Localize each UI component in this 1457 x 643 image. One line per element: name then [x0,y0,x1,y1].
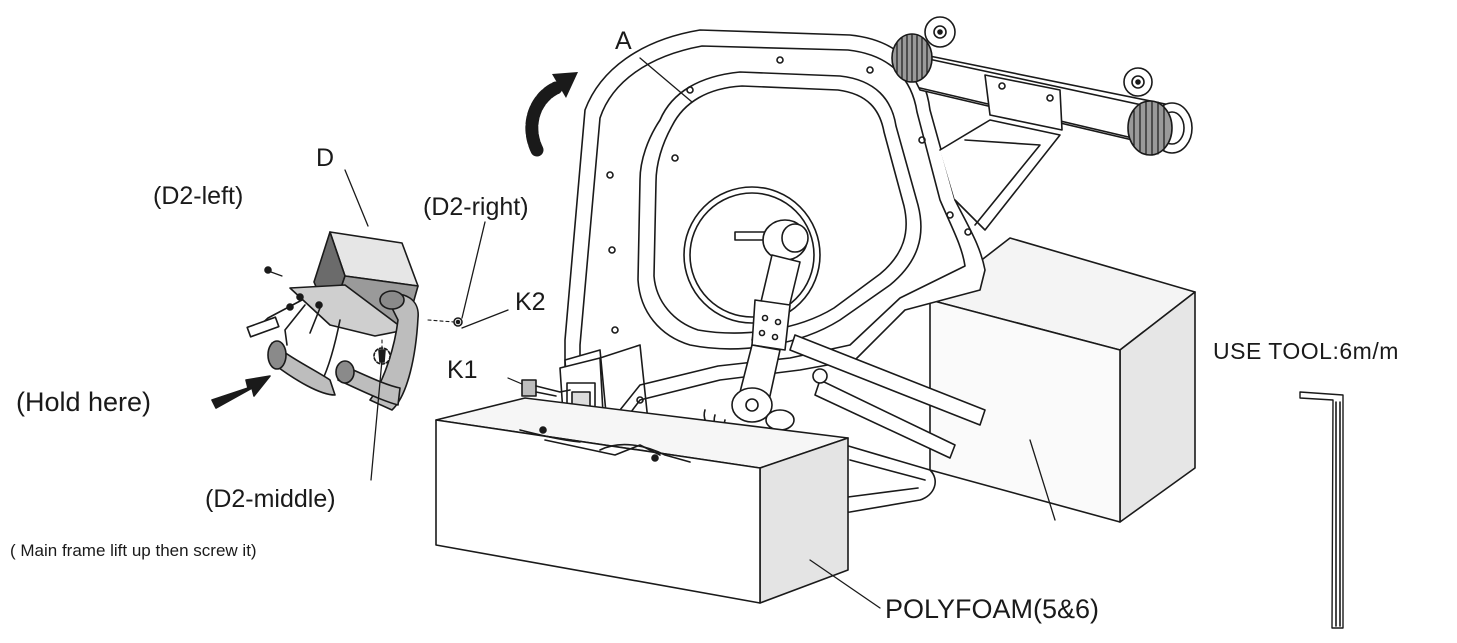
leader-polyfoam-right [1029,439,1056,521]
wheel-left [891,16,956,83]
crank-assembly [731,219,809,423]
screw-icon [264,266,463,365]
label-d2-middle: (D2-middle) [205,485,336,513]
label-a: A [615,27,632,55]
label-d: D [316,144,335,172]
label-d2-right: (D2-right) [423,193,529,221]
cable-k1 [507,377,571,397]
wheel-right [1123,67,1173,156]
leader-lines [344,57,1056,609]
leader-a [639,57,693,103]
polyfoam-block-right [929,237,1196,523]
label-k1: K1 [447,356,478,384]
allen-key-icon [1299,391,1344,629]
label-polyfoam: POLYFOAM(5&6) [885,594,1100,624]
label-k2: K2 [515,288,546,316]
tool-label: USE TOOL:6m/m [1213,338,1399,364]
leader-d2-middle [370,359,383,481]
assembly-note: ( Main frame lift up then screw it) [10,541,257,560]
frame-base-on-block [519,426,691,463]
handlebar-d [246,231,419,411]
curved-arrow-icon [525,72,578,157]
push-arrow-icon [211,375,271,409]
leader-polyfoam-left [809,559,881,609]
leader-d2-right [461,221,486,319]
leader-d [344,169,369,227]
label-d2-left: (D2-left) [153,182,244,210]
label-hold-here: (Hold here) [16,387,152,417]
polyfoam-block-left [435,397,849,604]
base-tube [834,444,936,513]
leader-k2 [461,309,509,329]
rear-stabilizer [891,16,1193,231]
